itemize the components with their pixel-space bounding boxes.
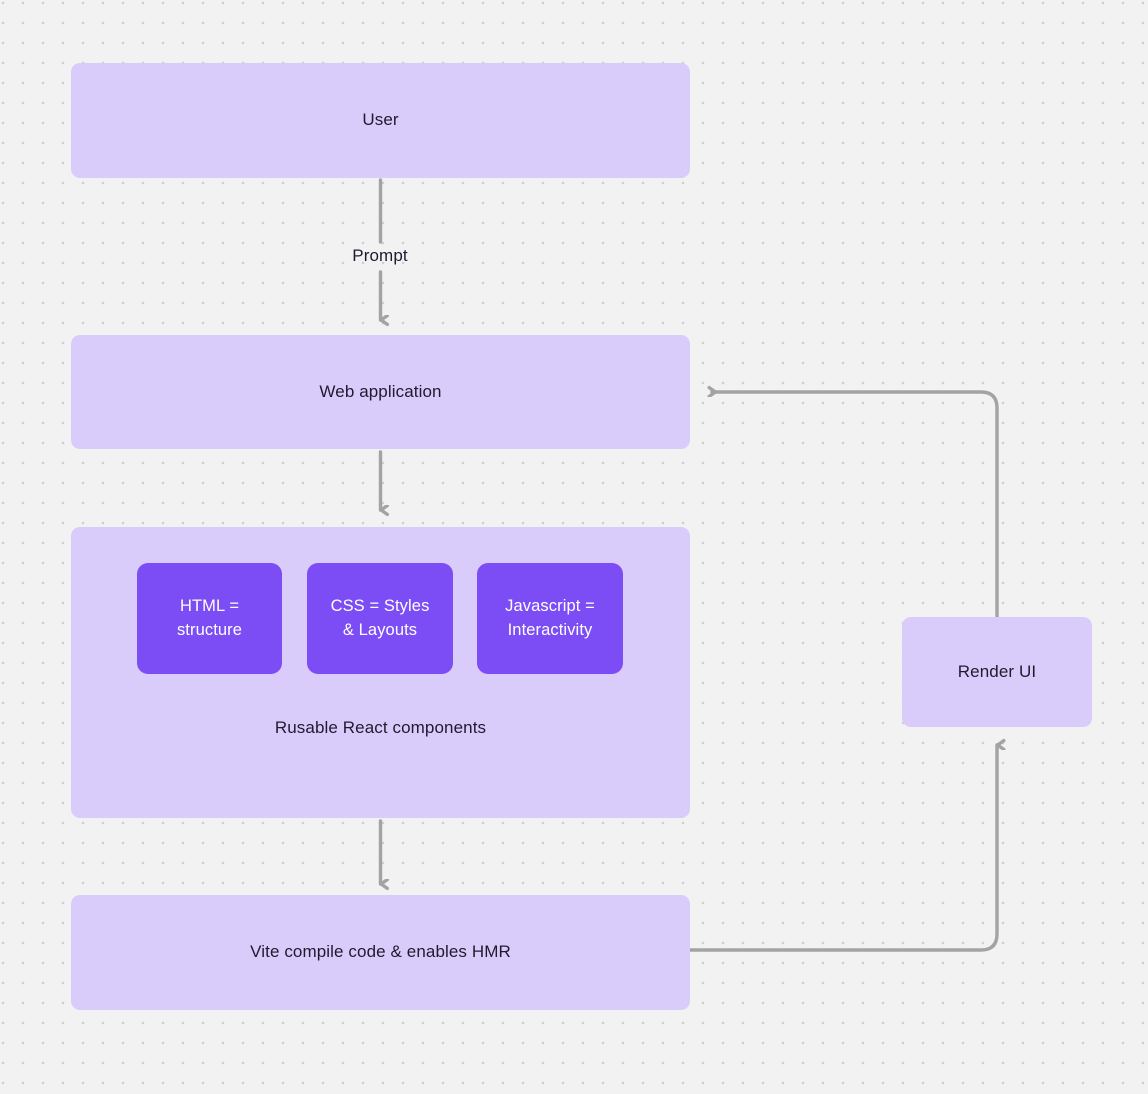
edge-label-prompt: Prompt: [352, 246, 408, 265]
node-web-application[interactable]: Web application: [71, 335, 690, 449]
node-css-label: CSS = Styles & Layouts: [331, 595, 430, 643]
node-user[interactable]: User: [71, 63, 690, 178]
node-javascript-line1: Javascript =: [505, 596, 595, 615]
node-render-ui[interactable]: Render UI: [902, 617, 1092, 727]
node-html[interactable]: HTML = structure: [137, 563, 282, 674]
node-render-ui-label: Render UI: [957, 661, 1037, 681]
node-css-line2: & Layouts: [342, 620, 418, 639]
node-html-label: HTML = structure: [177, 595, 242, 643]
edge-render-to-webapp: [712, 392, 999, 619]
node-javascript[interactable]: Javascript = Interactivity: [477, 563, 623, 674]
node-user-label: User: [362, 110, 399, 130]
node-javascript-label: Javascript = Interactivity: [505, 595, 595, 643]
node-javascript-line2: Interactivity: [507, 620, 593, 639]
node-html-line1: HTML =: [179, 596, 240, 615]
node-html-line2: structure: [176, 620, 243, 639]
node-vite[interactable]: Vite compile code & enables HMR: [71, 895, 690, 1010]
node-web-application-label: Web application: [319, 381, 442, 401]
node-react-components-caption: Rusable React components: [274, 718, 487, 737]
edge-vite-to-render: [688, 745, 997, 952]
node-css[interactable]: CSS = Styles & Layouts: [307, 563, 453, 674]
node-css-line1: CSS = Styles: [330, 596, 430, 615]
node-vite-label: Vite compile code & enables HMR: [250, 942, 511, 962]
